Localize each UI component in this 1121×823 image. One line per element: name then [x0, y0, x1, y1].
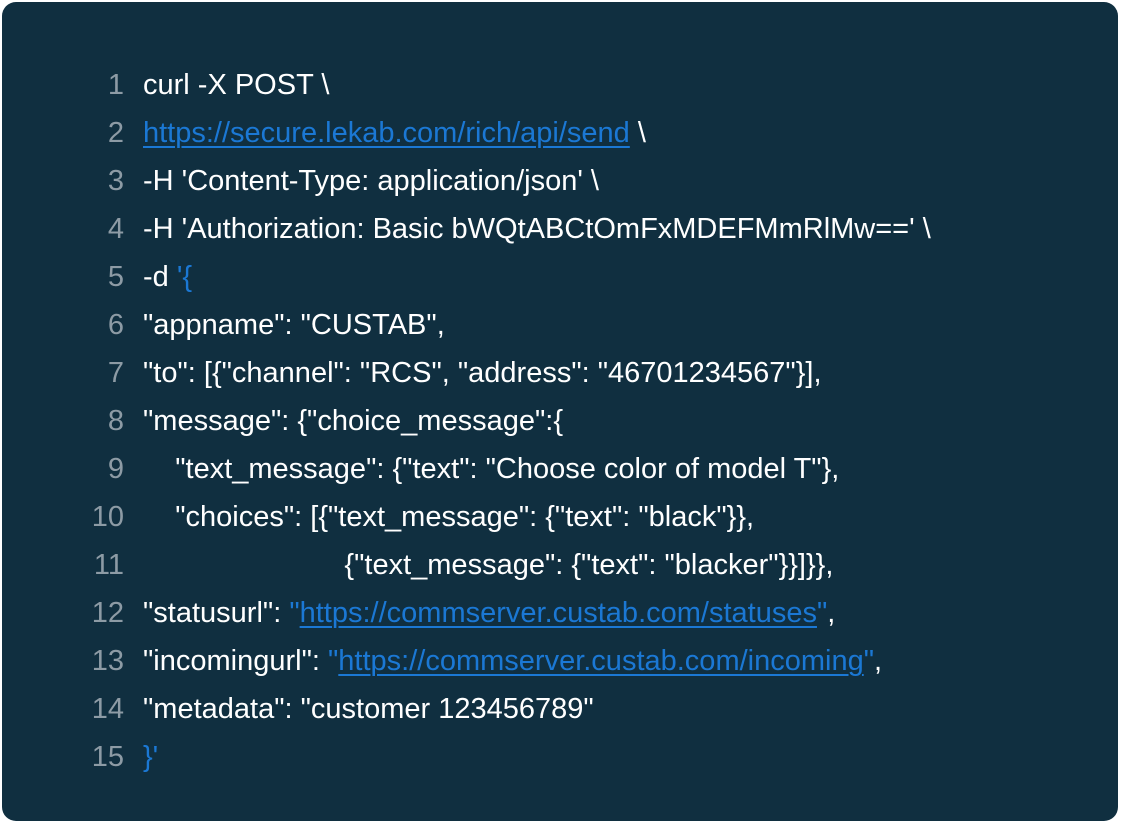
line-number: 1 — [107, 69, 124, 101]
line-text: "statusurl": "https://commserver.custab.… — [143, 589, 835, 637]
code-token: "incomingurl": — [143, 645, 328, 677]
code-line: 14 "metadata": "customer 123456789" — [2, 685, 1118, 733]
line-text: "metadata": "customer 123456789" — [143, 685, 594, 733]
code-line: 15 }' — [2, 733, 1118, 781]
code-token: -H 'Content-Type: application/json' \ — [143, 165, 599, 197]
code-line: 5 -d '{ — [2, 253, 1118, 301]
code-line: 4 -H 'Authorization: Basic bWQtABCtOmFxMD… — [2, 205, 1118, 253]
line-text: "text_message": {"text": "Choose color o… — [143, 445, 839, 493]
line-text: https://secure.lekab.com/rich/api/send \ — [143, 109, 646, 157]
line-number: 7 — [107, 357, 124, 389]
highlighted-token: '{ — [176, 261, 193, 293]
line-text: -H 'Authorization: Basic bWQtABCtOmFxMDE… — [143, 205, 931, 253]
url-link[interactable]: https://commserver.custab.com/incoming — [338, 645, 864, 677]
code-token: -d — [143, 261, 177, 293]
code-line: 8 "message": {"choice_message":{ — [2, 397, 1118, 445]
line-number: 13 — [91, 645, 124, 677]
code-token: "text_message": {"text": "Choose color o… — [143, 453, 840, 485]
code-token: "statusurl": — [143, 597, 290, 629]
highlighted-token: " — [816, 597, 828, 629]
line-text: "to": [{"channel": "RCS", "address": "46… — [143, 349, 822, 397]
code-token: , — [827, 597, 836, 629]
line-text: curl -X POST \ — [143, 61, 329, 109]
code-line: 3 -H 'Content-Type: application/json' \ — [2, 157, 1118, 205]
code-line: 13 "incomingurl": "https://commserver.cus… — [2, 637, 1118, 685]
code-listing: 1 curl -X POST \ 2 https://secure.lekab.com… — [2, 61, 1118, 781]
code-token: curl -X POST \ — [143, 69, 330, 101]
code-token: "choices": [{"text_message": {"text": "b… — [143, 501, 755, 533]
line-number: 12 — [91, 597, 124, 629]
line-number: 8 — [107, 405, 124, 437]
line-number: 11 — [93, 549, 124, 581]
code-line: 11 {"text_message": {"text": "blacker"}}… — [2, 541, 1118, 589]
code-token: {"text_message": {"text": "blacker"}}]}}… — [143, 549, 834, 581]
code-line: 9 "text_message": {"text": "Choose color… — [2, 445, 1118, 493]
line-number: 3 — [107, 165, 124, 197]
code-line: 1 curl -X POST \ — [2, 61, 1118, 109]
line-text: -d '{ — [143, 253, 192, 301]
code-token: "appname": "CUSTAB", — [143, 309, 445, 341]
line-number: 15 — [91, 741, 124, 773]
line-number: 9 — [107, 453, 124, 485]
url-link[interactable]: https://secure.lekab.com/rich/api/send — [143, 117, 630, 149]
line-number: 10 — [91, 501, 124, 533]
code-token: "message": {"choice_message":{ — [143, 405, 564, 437]
highlighted-token: }' — [143, 741, 159, 773]
code-token: \ — [629, 117, 646, 149]
code-line: 12 "statusurl": "https://commserver.custa… — [2, 589, 1118, 637]
code-line: 6 "appname": "CUSTAB", — [2, 301, 1118, 349]
code-token: "metadata": "customer 123456789" — [143, 693, 594, 725]
line-number: 5 — [107, 261, 124, 293]
code-line: 2 https://secure.lekab.com/rich/api/send … — [2, 109, 1118, 157]
url-link[interactable]: https://commserver.custab.com/statuses — [299, 597, 817, 629]
line-text: "choices": [{"text_message": {"text": "b… — [143, 493, 754, 541]
line-text: "message": {"choice_message":{ — [143, 397, 563, 445]
line-number: 2 — [107, 117, 124, 149]
highlighted-token: " — [328, 645, 339, 677]
highlighted-token: " — [863, 645, 875, 677]
line-number: 14 — [91, 693, 124, 725]
line-text: {"text_message": {"text": "blacker"}}]}}… — [143, 541, 833, 589]
code-token: , — [874, 645, 883, 677]
line-number: 4 — [107, 213, 124, 245]
code-line: 7 "to": [{"channel": "RCS", "address": "4… — [2, 349, 1118, 397]
highlighted-token: " — [289, 597, 300, 629]
code-token: -H 'Authorization: Basic bWQtABCtOmFxMDE… — [143, 213, 931, 245]
code-line: 10 "choices": [{"text_message": {"text":… — [2, 493, 1118, 541]
line-number: 6 — [107, 309, 124, 341]
line-text: "appname": "CUSTAB", — [143, 301, 445, 349]
line-text: }' — [143, 733, 158, 781]
line-text: "incomingurl": "https://commserver.custa… — [143, 637, 882, 685]
code-token: "to": [{"channel": "RCS", "address": "46… — [143, 357, 822, 389]
line-text: -H 'Content-Type: application/json' \ — [143, 157, 599, 205]
